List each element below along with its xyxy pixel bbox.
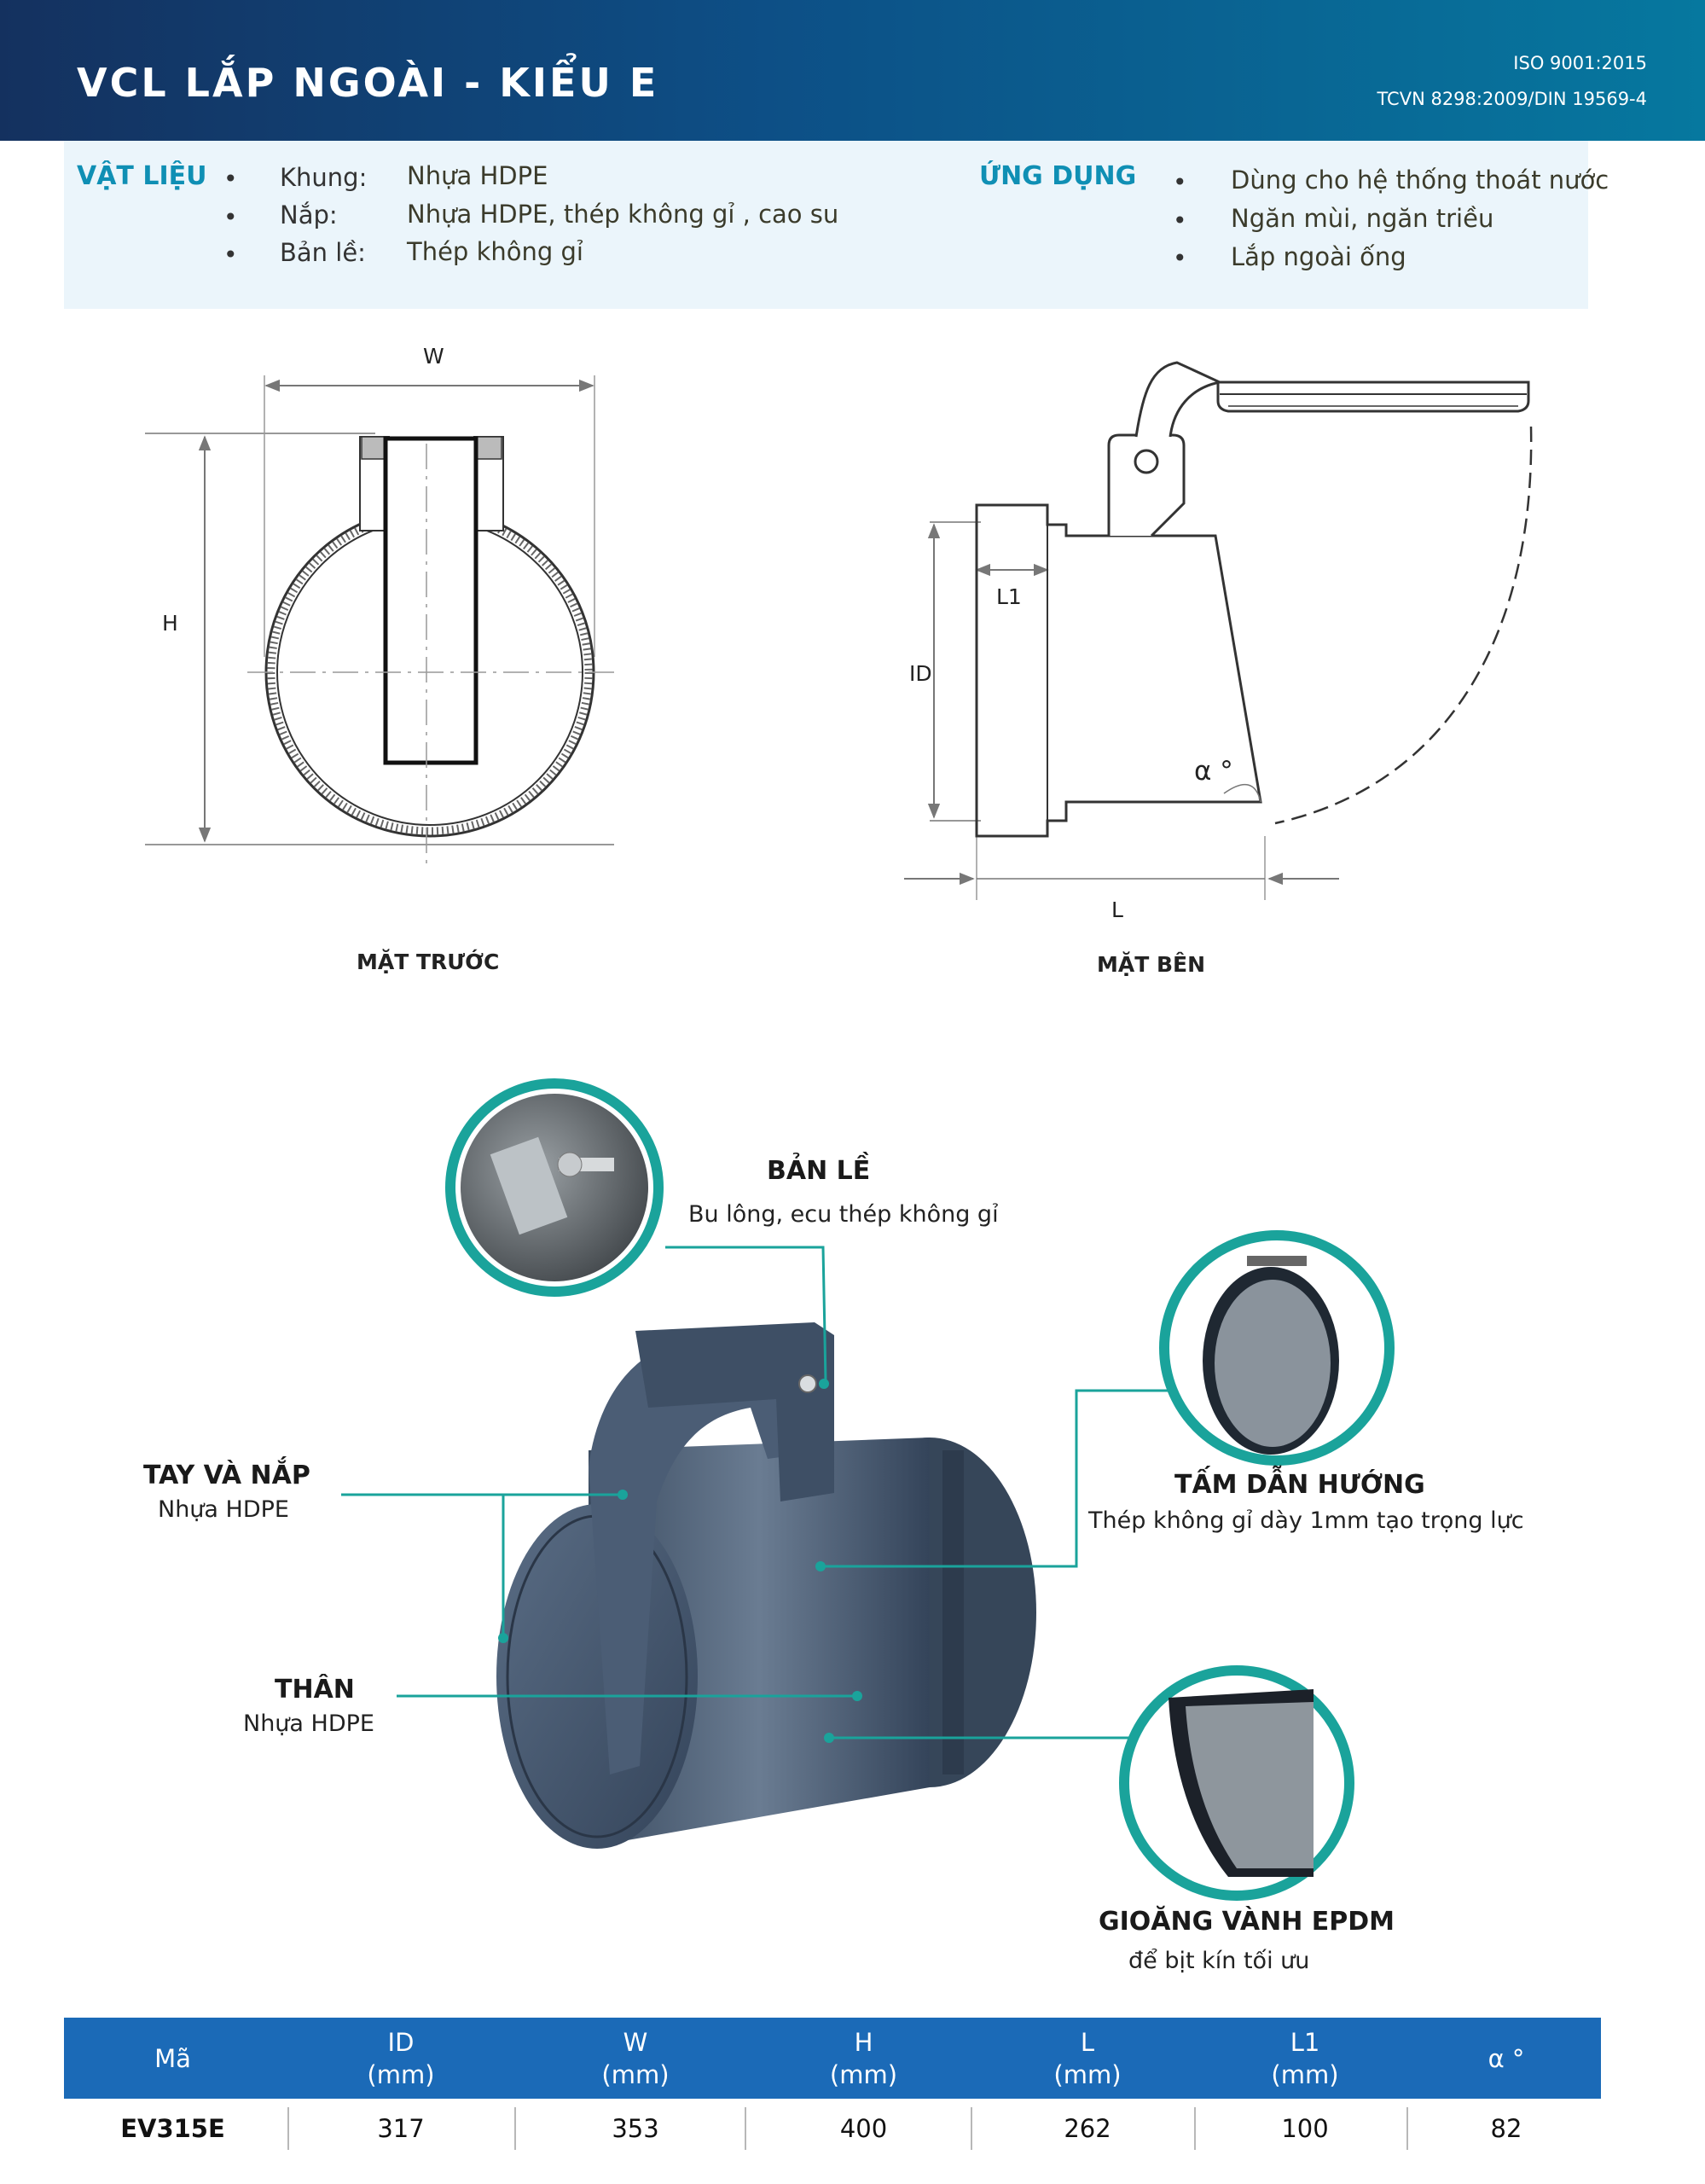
front-view-caption: MẶT TRƯỚC (357, 950, 500, 974)
application-item: Lắp ngoài ống (1231, 242, 1406, 271)
gasket-callout-subtitle: để bịt kín tối ưu (1128, 1948, 1310, 1974)
page-title: VCL LẮP NGOÀI - KIỂU E (77, 60, 659, 106)
bullet: • (223, 165, 238, 193)
body-callout-subtitle: Nhựa HDPE (243, 1711, 374, 1737)
column-header-l1: L1(mm) (1271, 2027, 1339, 2089)
hinge-callout-title: BẢN LỀ (767, 1156, 871, 1186)
handle-cover-callout-title: TAY VÀ NẮP (143, 1461, 310, 1490)
table-cell-id: 317 (377, 2114, 425, 2143)
column-separator (971, 2107, 972, 2150)
column-separator (287, 2107, 289, 2150)
front-view-drawing (145, 375, 614, 870)
hinge-detail-photo (445, 1078, 664, 1297)
material-value-frame: Nhựa HDPE (407, 161, 548, 190)
column-header-code: Mã (154, 2043, 191, 2073)
column-separator (1194, 2107, 1196, 2150)
table-cell-w: 353 (612, 2114, 659, 2143)
column-separator (1406, 2107, 1408, 2150)
material-label-hinge: Bản lề: (280, 238, 366, 267)
column-header-l: L(mm) (1053, 2027, 1122, 2089)
id-dimension-label: ID (909, 661, 932, 686)
hinge-callout-subtitle: Bu lông, ecu thép không gỉ (688, 1201, 999, 1228)
info-panel: VẬT LIỆU • Khung: Nhựa HDPE • Nắp: Nhựa … (64, 141, 1609, 309)
side-view-caption: MẶT BÊN (1097, 952, 1206, 977)
iso-standard: ISO 9001:2015 (1513, 53, 1647, 73)
bullet: • (223, 241, 238, 269)
handle-cover-callout-subtitle: Nhựa HDPE (158, 1496, 289, 1523)
column-header-w: W(mm) (601, 2027, 670, 2089)
page-header: VCL LẮP NGOÀI - KIỂU E ISO 9001:2015 TCV… (0, 0, 1705, 141)
side-view-drawing (904, 361, 1533, 900)
body-callout-title: THÂN (275, 1675, 355, 1705)
material-value-hinge: Thép không gỉ (407, 237, 583, 266)
l-dimension-label: L (1111, 897, 1123, 922)
column-separator (514, 2107, 516, 2150)
gasket-detail-photo (1119, 1665, 1354, 1901)
applications-title: ỨNG DỤNG (979, 161, 1137, 191)
table-cell-l: 262 (1064, 2114, 1111, 2143)
column-header-alpha: α ° (1488, 2043, 1525, 2073)
guide-plate-detail-photo (1159, 1230, 1395, 1466)
height-dimension-label: H (162, 611, 178, 636)
bullet: • (1173, 168, 1187, 196)
column-header-id: ID(mm) (367, 2027, 435, 2089)
column-header-h: H(mm) (829, 2027, 898, 2089)
valve-3d-body (496, 1322, 1036, 1849)
width-dimension-label: W (423, 344, 444, 369)
material-value-cover: Nhựa HDPE, thép không gỉ , cao su (407, 200, 839, 229)
table-cell-code: EV315E (120, 2114, 225, 2143)
table-cell-l1: 100 (1281, 2114, 1329, 2143)
product-illustration (341, 1078, 1395, 1901)
gasket-callout-title: GIOĂNG VÀNH EPDM (1099, 1907, 1395, 1937)
angle-label: α ° (1194, 756, 1233, 787)
materials-title: VẬT LIỆU (77, 161, 207, 191)
application-item: Ngăn mùi, ngăn triều (1231, 204, 1494, 233)
table-header: Mã ID(mm) W(mm) H(mm) L(mm) L1(mm) α ° (64, 2018, 1601, 2099)
table-cell-alpha: 82 (1490, 2114, 1522, 2143)
column-separator (745, 2107, 746, 2150)
application-item: Dùng cho hệ thống thoát nước (1231, 166, 1609, 195)
material-label-frame: Khung: (280, 163, 368, 192)
guide-plate-callout-title: TẤM DẪN HƯỚNG (1174, 1470, 1425, 1500)
l1-dimension-label: L1 (996, 584, 1022, 609)
table-cell-h: 400 (839, 2114, 888, 2143)
bullet: • (1173, 206, 1187, 235)
callout-lines (341, 1246, 1177, 1740)
guide-plate-callout-subtitle: Thép không gỉ dày 1mm tạo trọng lực (1088, 1507, 1524, 1534)
tcvn-standard: TCVN 8298:2009/DIN 19569-4 (1377, 89, 1647, 109)
bullet: • (1173, 244, 1187, 272)
material-label-cover: Nắp: (280, 200, 338, 229)
technical-drawings (145, 361, 1533, 900)
bullet: • (223, 203, 238, 231)
